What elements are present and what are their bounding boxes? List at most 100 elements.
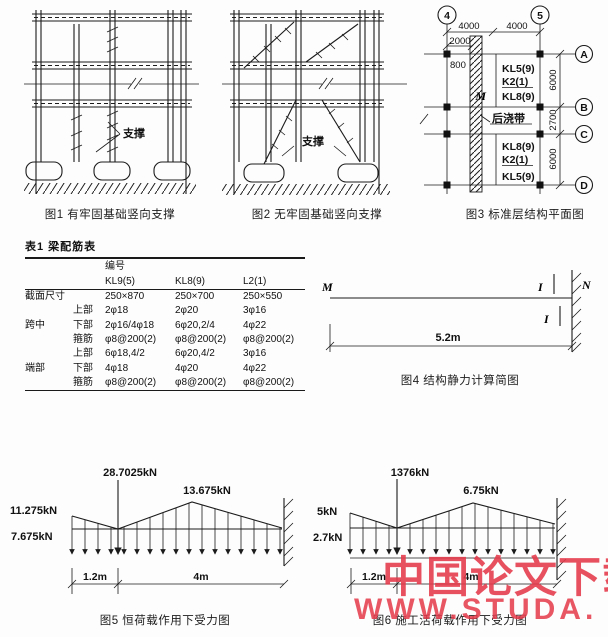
dim-1-2m-label: 1.2m <box>362 571 386 583</box>
table-row: 箍筋 φ8@200(2) φ8@200(2) φ8@200(2) <box>25 376 305 392</box>
col-header-kl9: KL9(5) <box>105 275 136 287</box>
fig4-caption: 图4 结构静力计算简图 <box>400 375 520 387</box>
fig5-load-envelope <box>71 501 283 530</box>
fig1-shore-ties <box>70 26 119 153</box>
fig6-fixed-support <box>556 498 567 581</box>
ground-hatch <box>222 184 390 195</box>
peak-load-label: 13.675kN <box>183 485 231 497</box>
table-row: 编号 <box>25 260 305 274</box>
fig2-brace-label: 支撑 <box>301 134 324 148</box>
sub-label: 上部 <box>73 305 93 317</box>
fig6-load-envelope <box>349 502 556 559</box>
dim-4000-right: 4000 <box>506 21 527 32</box>
fig1-drawing: 支撑 <box>24 10 199 194</box>
dim-4m-label: 4m <box>463 571 478 583</box>
fig2-caption: 图2 无牢固基础竖向支撑 <box>251 209 383 221</box>
table-row: KL9(5) KL8(9) L2(1) <box>25 274 305 289</box>
table-row: 截面尺寸 250×870 250×700 250×550 <box>25 288 305 305</box>
fig2-brace-callout: 支撑 <box>281 134 347 157</box>
point-load-label: 28.7025kN <box>103 467 157 479</box>
row-label: 跨中 <box>25 319 45 331</box>
table-row: 箍筋 φ8@200(2) φ8@200(2) φ8@200(2) <box>25 333 305 347</box>
table-title: 表1 梁配筋表 <box>25 238 305 259</box>
fig2-break-line <box>222 77 407 90</box>
fig2-foundations <box>222 163 390 195</box>
fig1-foundations <box>24 161 196 194</box>
left-bottom-load-label: 7.675kN <box>11 531 53 543</box>
end-m-label: M <box>321 280 333 294</box>
fig6-dimension: 1.2m 4m <box>346 568 562 594</box>
col-header-l2: L2(1) <box>243 275 267 287</box>
axis-a-label: A <box>580 49 588 61</box>
fig3-beam-labels: KL5(9) K2(1) KL8(9) M 后浇带 KL8(9) K2(1) K… <box>474 63 534 183</box>
end-n-label: N <box>581 278 592 292</box>
fig5-dimension: 1.2m 4m <box>67 568 289 594</box>
table-row: 跨中 下部 2φ16/4φ18 6φ20,2/4 4φ22 <box>25 319 305 333</box>
dim-2000: 2000 <box>449 36 470 47</box>
section-i-upper: I <box>537 280 544 294</box>
sub-label: 箍筋 <box>73 376 105 392</box>
sub-label: 箍筋 <box>73 334 93 346</box>
fig5-load-labels: 28.7025kN 13.675kN 11.275kN 7.675kN <box>10 467 231 543</box>
axis-b-label: B <box>580 102 588 114</box>
ground-hatch <box>24 183 196 194</box>
dim-4000-left: 4000 <box>458 21 479 32</box>
beam-label-kl8-top: KL8(9) <box>502 91 535 103</box>
fig2-drawing: 支撑 <box>222 10 407 195</box>
left-bottom-load-label: 2.7kN <box>313 532 342 544</box>
fig5-load-arrows <box>69 480 283 555</box>
fig6-caption: 图6 施工活荷载作用下受力图 <box>372 615 528 627</box>
fig1-floor-beams <box>32 13 192 108</box>
axis-4-label: 4 <box>444 10 450 22</box>
dim-6000-bottom: 6000 <box>548 148 559 169</box>
fig6-drawing: 1376kN 6.75kN 5kN 2.7kN 1.2m 4m <box>313 467 567 594</box>
dim-6000-top: 6000 <box>548 69 559 90</box>
fig1-caption: 图1 有牢固基础竖向支撑 <box>44 209 176 221</box>
fig1-break-line <box>24 77 199 90</box>
fig3-top-dimensions: 4000 4000 2000 800 <box>442 21 545 71</box>
table-group-header: 编号 <box>105 261 125 273</box>
fig3-drawing: 4 5 A B C D 4000 4000 2000 800 <box>419 5 594 195</box>
beam-label-kl8-bottom: KL8(9) <box>502 141 535 153</box>
fig3-columns <box>443 50 544 189</box>
fig4-beam: M N <box>321 278 592 299</box>
point-load-label: 1376kN <box>391 467 430 479</box>
table-row: 上部 2φ18 2φ20 3φ16 <box>25 304 305 318</box>
axis-5-label: 5 <box>537 10 543 22</box>
section-i-lower: I <box>543 312 550 326</box>
fig3-caption: 图3 标准层结构平面图 <box>465 209 585 221</box>
dim-4m-label: 4m <box>193 571 208 583</box>
fig2-floor-beams <box>230 13 384 108</box>
beam-label-k2-top: K2(1) <box>502 76 528 88</box>
post-cast-band-hatch <box>469 35 483 193</box>
table-row: 端部 下部 4φ18 4φ20 4φ22 <box>25 362 305 376</box>
row-label: 截面尺寸 <box>25 288 105 305</box>
fig4-fixed-support <box>571 270 582 353</box>
span-dim-label: 5.2m <box>435 332 460 344</box>
post-cast-band-label: 后浇带 <box>492 111 525 125</box>
beam-label-kl5-top: KL5(9) <box>502 63 535 75</box>
fig3-grid-rows: A B C D <box>419 44 594 195</box>
beam-label-k2-bottom: K2(1) <box>502 154 528 166</box>
fig2-columns <box>233 10 380 194</box>
fig5-caption: 图5 恒荷载作用下受力图 <box>99 615 231 627</box>
dim-2700: 2700 <box>548 109 559 130</box>
sub-label: 上部 <box>73 348 93 360</box>
left-top-load-label: 5kN <box>317 506 337 518</box>
table-row: 上部 6φ18,4/2 6φ20,4/2 3φ16 <box>25 347 305 361</box>
axis-d-label: D <box>580 180 588 192</box>
fig1-brace-callout: 支撑 <box>95 121 145 153</box>
beam-label-kl5-bottom: KL5(9) <box>502 171 535 183</box>
fig4-drawing: M N I I 5.2m <box>321 270 592 353</box>
fig5-drawing: 28.7025kN 13.675kN 11.275kN 7.675kN 1.2m… <box>10 467 294 594</box>
beam-table-panel: 表1 梁配筋表 编号 KL9(5) KL8(9) L2(1) 截面尺寸 250×… <box>25 238 305 392</box>
fig4-section-marks: I I <box>537 274 561 326</box>
sub-label: 下部 <box>73 362 93 374</box>
fig1-columns <box>35 10 187 194</box>
beam-reinforcement-table: 编号 KL9(5) KL8(9) L2(1) 截面尺寸 250×870 250×… <box>25 260 305 392</box>
fig6-load-labels: 1376kN 6.75kN 5kN 2.7kN <box>313 467 499 544</box>
fig3-right-dimensions: 6000 2700 6000 <box>548 49 565 190</box>
peak-load-label: 6.75kN <box>463 485 499 497</box>
dim-1-2m-label: 1.2m <box>83 571 107 583</box>
fig5-fixed-support <box>283 498 294 567</box>
